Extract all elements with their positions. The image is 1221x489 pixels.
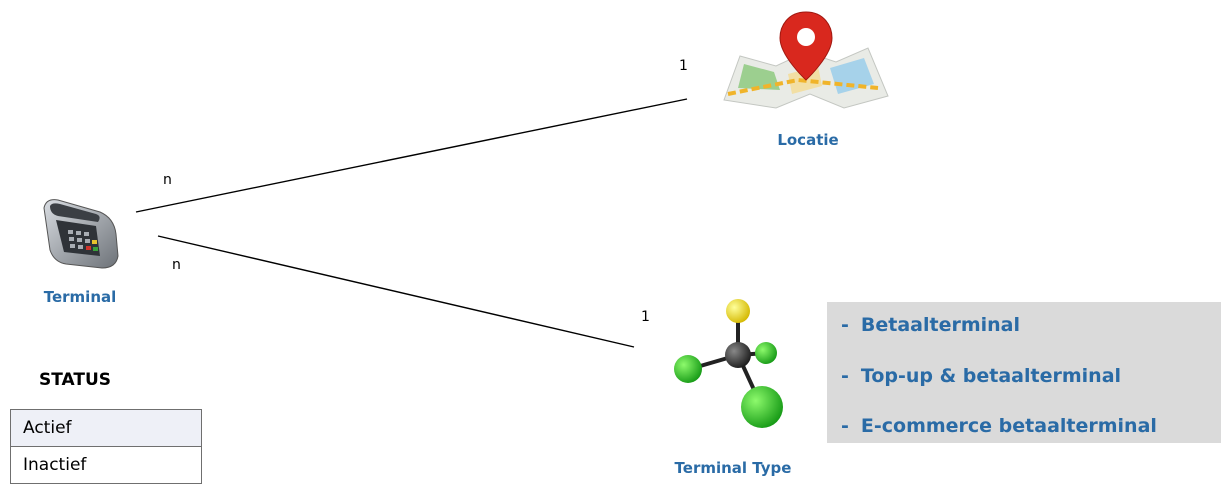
list-bullet: - <box>841 415 849 437</box>
locatie-label: Locatie <box>777 131 839 149</box>
terminal-label: Terminal <box>43 288 117 306</box>
terminal-type-item: -Betaalterminal <box>841 314 1020 336</box>
terminal-type-item-label: Top-up & betaalterminal <box>860 365 1122 387</box>
list-bullet: - <box>841 314 849 336</box>
locatie-node[interactable] <box>718 8 894 114</box>
terminal-type-item: -Top-up & betaalterminal <box>841 365 1121 387</box>
edge-terminal-locatie <box>135 98 688 213</box>
terminal-type-item-label: Betaalterminal <box>860 314 1021 336</box>
multiplicity-terminal-type-from: n <box>172 257 181 273</box>
terminal-type-list: -Betaalterminal -Top-up & betaalterminal… <box>827 302 1221 443</box>
status-value-inactief: Inactief <box>10 446 202 484</box>
terminal-type-item-label: E-commerce betaalterminal <box>860 415 1157 437</box>
payment-terminal-icon <box>43 199 119 269</box>
status-row: Inactief <box>10 446 202 484</box>
terminal-type-label: Terminal Type <box>674 459 792 477</box>
map-pin-icon <box>723 11 889 109</box>
terminal-type-item: -E-commerce betaalterminal <box>841 415 1157 437</box>
status-title: STATUS <box>39 370 112 390</box>
terminal-type-node[interactable] <box>666 295 790 435</box>
multiplicity-terminal-locatie: n <box>163 172 172 188</box>
status-value-actief: Actief <box>10 409 202 447</box>
edge-terminal-type <box>157 235 635 348</box>
status-table: Actief Inactief <box>10 409 202 484</box>
molecule-icon <box>674 299 783 428</box>
multiplicity-locatie: 1 <box>679 58 688 74</box>
terminal-node[interactable] <box>36 194 126 274</box>
status-row: Actief <box>10 409 202 447</box>
multiplicity-terminal-type: 1 <box>641 309 650 325</box>
list-bullet: - <box>841 365 849 387</box>
